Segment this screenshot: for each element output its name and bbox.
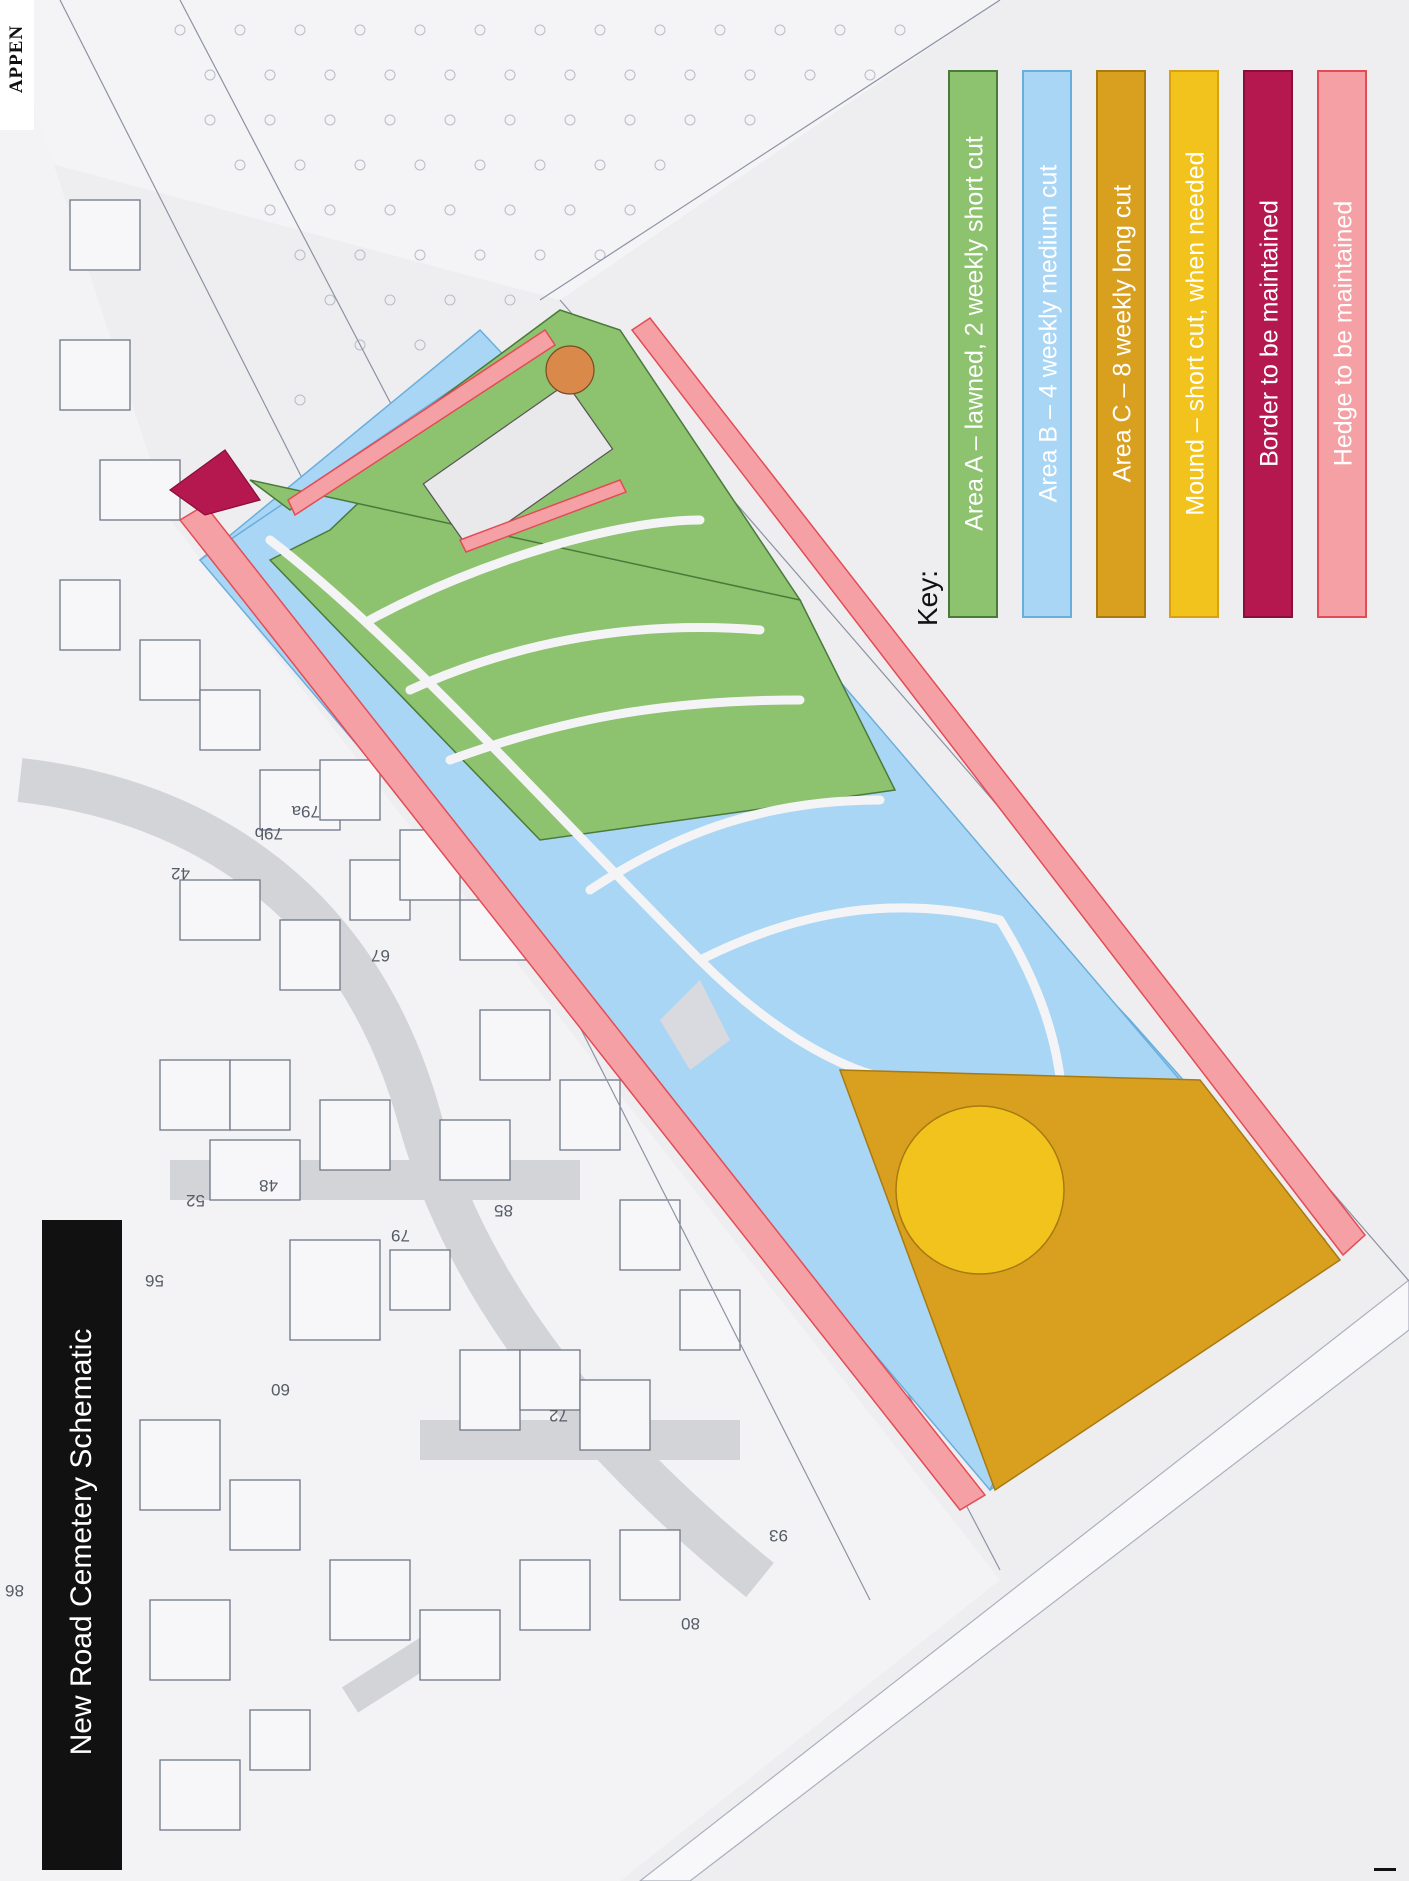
residential-area: [0, 0, 1000, 1881]
appendix-label: APPEN: [0, 0, 34, 130]
border-patch: [168, 449, 261, 516]
plot-number-labels: 79a 79b 42 67 52 48 85 79 56 60 72 93 80…: [5, 802, 788, 1633]
key-label-hedge: Hedge to be maintained: [1329, 200, 1358, 467]
hedge-building: [458, 479, 628, 553]
plot-93: 93: [769, 1526, 788, 1545]
plot-86: 86: [5, 1581, 24, 1600]
hedge-east: [630, 316, 1367, 1257]
key-item-hedge: Hedge to be maintained: [1317, 70, 1367, 618]
key-item-area-a: Area A – lawned, 2 weekly short cut: [948, 70, 998, 618]
plot-60: 60: [271, 1380, 290, 1399]
hedge-west: [178, 504, 987, 1511]
path-junction: [660, 980, 730, 1070]
plot-79a: 79a: [291, 802, 320, 821]
tree-field: [0, 0, 1000, 300]
mound: [895, 1105, 1065, 1275]
plot-56: 56: [145, 1271, 164, 1290]
footpaths: [265, 515, 1067, 1155]
corner-mark: [1374, 1868, 1396, 1871]
plot-48: 48: [259, 1176, 278, 1195]
plot-79b: 79b: [255, 824, 283, 843]
map-title: New Road Cemetery Schematic: [65, 1328, 98, 1756]
key-item-area-b: Area B – 4 weekly medium cut: [1022, 70, 1072, 618]
key-label-mound: Mound – short cut, when needed: [1181, 151, 1210, 516]
key-label-area-c: Area C – 8 weekly long cut: [1108, 184, 1137, 483]
plot-85: 85: [494, 1201, 513, 1220]
hedge-north: [287, 328, 557, 517]
key-item-border: Border to be maintained: [1243, 70, 1293, 618]
appendix-text: APPEN: [6, 24, 27, 94]
key-title: Key:: [912, 569, 943, 626]
chapel-building: [422, 382, 614, 551]
key-item-area-c: Area C – 8 weekly long cut: [1096, 70, 1146, 618]
road-band: [639, 1279, 1409, 1881]
plot-79: 79: [391, 1226, 410, 1245]
house-outlines: [59, 199, 741, 1831]
key-label-area-a: Area A – lawned, 2 weekly short cut: [960, 136, 989, 531]
key-label-area-b: Area B – 4 weekly medium cut: [1034, 164, 1063, 503]
key-item-mound: Mound – short cut, when needed: [1169, 70, 1219, 618]
plot-52: 52: [186, 1191, 205, 1210]
plot-42: 42: [171, 864, 190, 883]
plot-72: 72: [549, 1406, 568, 1425]
plot-80: 80: [681, 1614, 700, 1633]
tree-icon: [545, 345, 595, 395]
key-label-border: Border to be maintained: [1255, 200, 1284, 467]
map-title-box: New Road Cemetery Schematic: [42, 1220, 122, 1870]
plot-67: 67: [371, 946, 390, 965]
